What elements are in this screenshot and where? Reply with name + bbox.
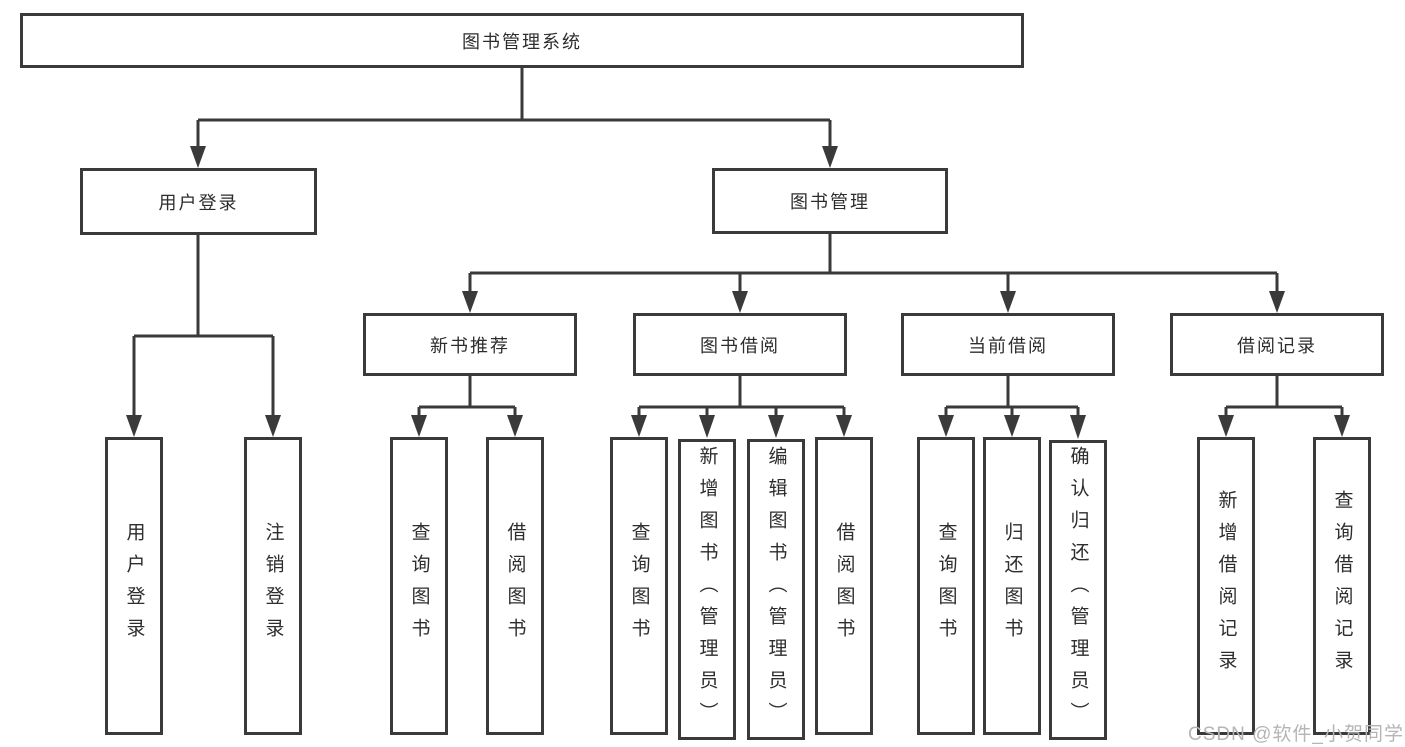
leaf-label: 借阅图书	[504, 522, 526, 650]
node-book-management-branch: 图书管理	[712, 168, 948, 234]
arrowhead-icon	[126, 415, 142, 437]
leaf-label: 查询图书	[628, 522, 650, 650]
node-label: 新书推荐	[430, 335, 510, 356]
leaf-borrow-books: 借阅图书	[815, 437, 873, 735]
connector-borrow-to-leaves	[637, 376, 846, 419]
leaf-label: 新增图书（管理员）	[696, 445, 718, 734]
node-user-login-branch: 用户登录	[80, 168, 317, 235]
arrowhead-icon	[507, 415, 523, 437]
arrowhead-icon	[1000, 291, 1016, 313]
connector-newbook-to-leaves	[417, 376, 517, 419]
leaf-add-books-admin: 新增图书（管理员）	[678, 439, 736, 740]
leaf-query-books: 查询图书	[917, 437, 975, 735]
leaf-label: 归还图书	[1001, 522, 1023, 650]
arrowhead-icon	[1218, 415, 1234, 437]
node-label: 借阅记录	[1237, 335, 1317, 356]
leaf-logout: 注销登录	[244, 437, 302, 735]
leaf-label: 查询图书	[935, 522, 957, 650]
leaf-query-books: 查询图书	[390, 437, 448, 735]
node-label: 图书管理	[790, 192, 870, 212]
connector-root-to-level2	[196, 68, 832, 150]
leaf-label: 新增借阅记录	[1215, 490, 1237, 682]
leaf-add-borrow-record: 新增借阅记录	[1197, 437, 1255, 735]
leaf-query-borrow-record: 查询借阅记录	[1313, 437, 1371, 735]
node-label: 图书借阅	[700, 335, 780, 356]
arrowhead-icon	[822, 146, 838, 168]
watermark-text: CSDN @软件_小贺同学	[1188, 724, 1404, 745]
arrowhead-icon	[699, 415, 715, 438]
node-label: 用户登录	[158, 192, 239, 213]
node-current-borrow: 当前借阅	[901, 313, 1115, 376]
leaf-label: 编辑图书（管理员）	[765, 445, 787, 734]
leaf-label: 用户登录	[123, 522, 145, 650]
arrowhead-icon	[768, 415, 784, 438]
connector-current-to-leaves	[944, 376, 1080, 419]
arrowhead-icon	[462, 291, 478, 313]
connector-user-to-leaves	[132, 235, 275, 419]
leaf-confirm-return-admin: 确认归还（管理员）	[1049, 440, 1107, 740]
leaf-user-login: 用户登录	[105, 437, 163, 735]
connector-book-to-sections	[468, 234, 1279, 295]
leaf-label: 注销登录	[262, 522, 284, 650]
leaf-query-books: 查询图书	[610, 437, 668, 735]
leaf-label: 借阅图书	[833, 522, 855, 650]
leaf-return-books: 归还图书	[983, 437, 1041, 735]
arrowhead-icon	[938, 415, 954, 437]
arrowhead-icon	[631, 415, 647, 437]
arrowhead-icon	[1070, 415, 1086, 439]
node-root-system: 图书管理系统	[20, 13, 1024, 68]
node-new-book-recommend: 新书推荐	[363, 313, 577, 376]
leaf-edit-books-admin: 编辑图书（管理员）	[747, 439, 805, 740]
node-root-label: 图书管理系统	[462, 31, 582, 52]
arrowhead-icon	[1334, 415, 1350, 437]
connector-records-to-leaves	[1224, 376, 1344, 419]
arrowhead-icon	[411, 415, 427, 437]
node-borrow-records: 借阅记录	[1170, 313, 1384, 376]
arrowhead-icon	[732, 291, 748, 313]
leaf-borrow-books: 借阅图书	[486, 437, 544, 735]
arrowhead-icon	[265, 415, 281, 437]
leaf-label: 查询图书	[408, 522, 430, 650]
node-book-borrow: 图书借阅	[633, 313, 847, 376]
arrowhead-icon	[190, 146, 206, 168]
node-label: 当前借阅	[968, 335, 1048, 356]
leaf-label: 查询借阅记录	[1331, 490, 1353, 682]
leaf-label: 确认归还（管理员）	[1067, 446, 1089, 734]
arrowhead-icon	[1269, 291, 1285, 313]
arrowhead-icon	[1004, 415, 1020, 437]
arrowhead-icon	[836, 415, 852, 437]
